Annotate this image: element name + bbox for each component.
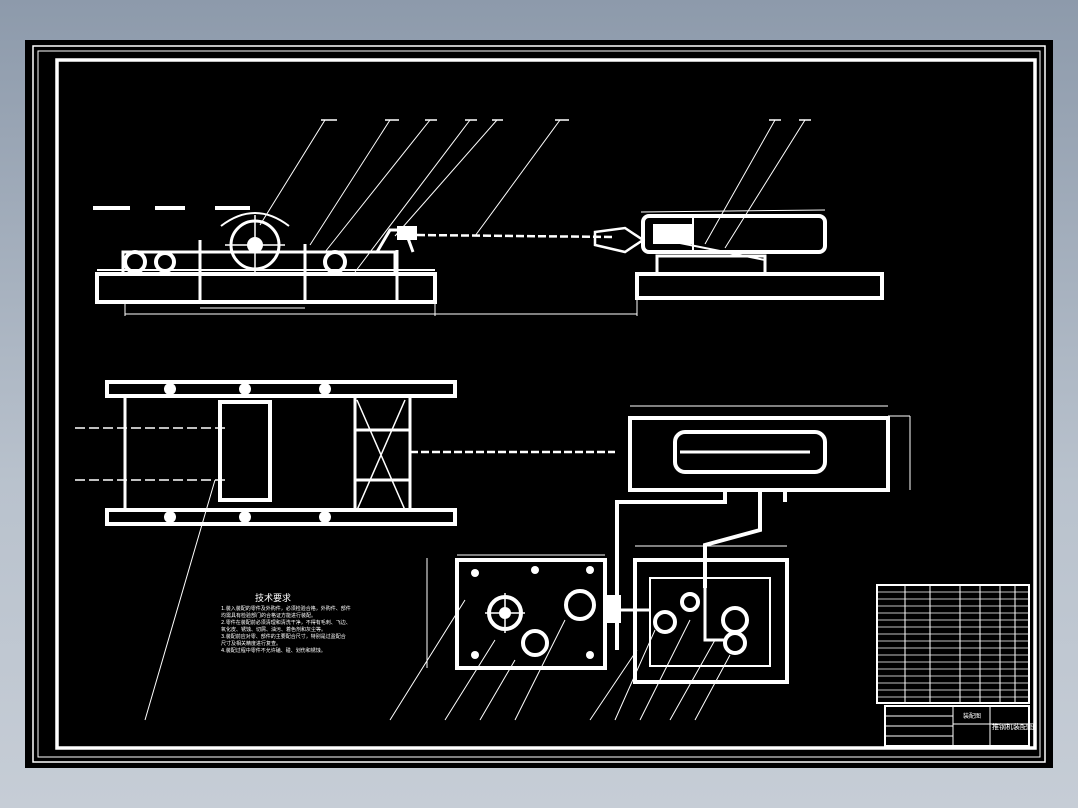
top-view bbox=[75, 380, 911, 650]
tech-req-line: 氧化皮、锈蚀、切屑、油污、着色剂和灰尘等。 bbox=[221, 626, 326, 633]
tech-req-line: 2.零件在装配前必须清理和清洗干净，不得有毛刺、飞边、 bbox=[221, 619, 351, 626]
drawing-sheet[interactable]: 技术要求 1.装入装配的零件及外购件，必须检验合格，外购件、部件 均需具有检验部… bbox=[25, 40, 1053, 768]
tech-req-line: 尺寸及相关精度进行复查。 bbox=[221, 640, 281, 647]
technical-requirements: 技术要求 1.装入装配的零件及外购件，必须检验合格，外购件、部件 均需具有检验部… bbox=[221, 592, 351, 654]
tech-req-line: 均需具有检验部门的合格证方能进行装配。 bbox=[221, 612, 316, 619]
title-block: 装配图 推钢机装配图 bbox=[884, 705, 1034, 747]
tech-req-title: 技术要求 bbox=[255, 592, 291, 604]
tech-req-line: 1.装入装配的零件及外购件，必须检验合格，外购件、部件 bbox=[221, 605, 351, 612]
tech-req-line: 3.装配前应对零、部件的主要配合尺寸，特别是过盈配合 bbox=[221, 633, 346, 640]
outer-border bbox=[32, 45, 1046, 763]
parts-list bbox=[876, 584, 1030, 704]
outer-border-inner bbox=[37, 50, 1041, 758]
drawing-title: 推钢机装配图 bbox=[992, 722, 1034, 731]
drawing-canvas: 技术要求 1.装入装配的零件及外购件，必须检验合格，外购件、部件 均需具有检验部… bbox=[32, 45, 1046, 763]
tech-req-line: 4.装配过程中零件不允许磕、碰、划伤和锈蚀。 bbox=[221, 647, 326, 654]
drawing-frame bbox=[55, 58, 1037, 750]
gearbox-view bbox=[144, 479, 789, 721]
title-block-name-cell: 装配图 bbox=[963, 712, 981, 720]
front-view bbox=[93, 119, 884, 316]
